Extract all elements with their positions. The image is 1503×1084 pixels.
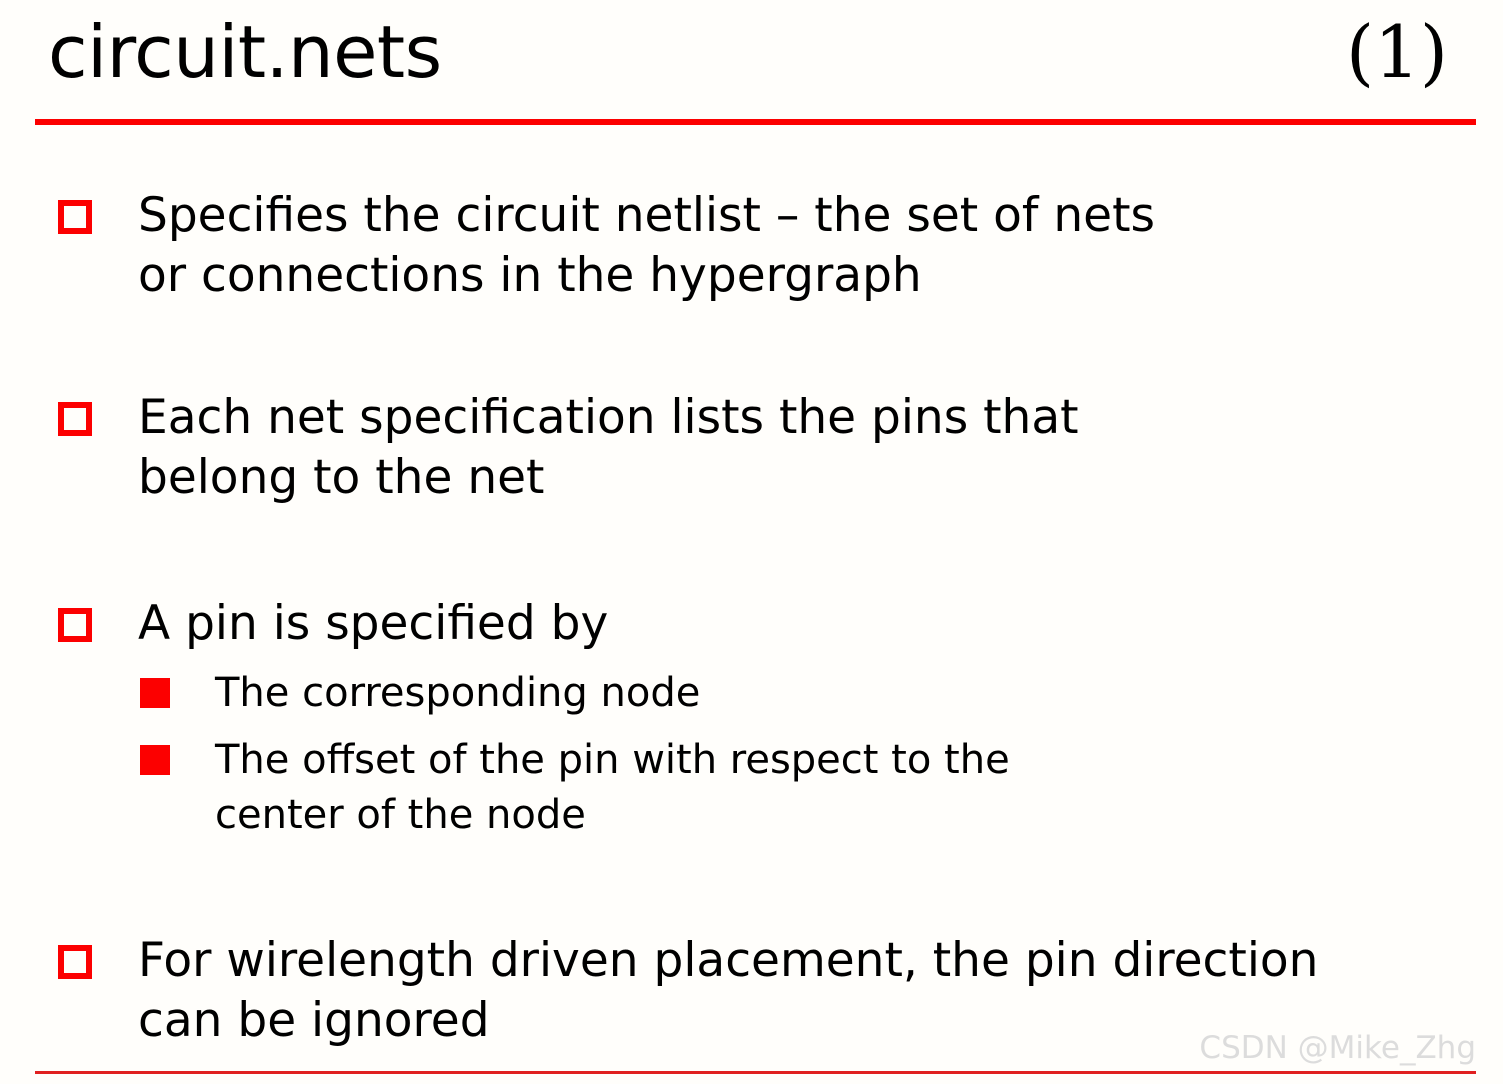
- bullet-list: Specifies the circuit netlist – the set …: [0, 186, 1503, 1051]
- hollow-square-bullet-icon: [58, 402, 92, 436]
- footer-divider: [35, 1071, 1476, 1074]
- page-title: circuit.nets: [48, 10, 442, 94]
- bullet-text: Each net specification lists the pins th…: [138, 390, 1079, 505]
- sub-bullet-text: The corresponding node: [215, 670, 701, 716]
- bullet-row: Each net specification lists the pins th…: [0, 388, 1503, 508]
- list-item: A pin is specified by The corresponding …: [0, 594, 1503, 843]
- slide-number: (1): [1346, 10, 1448, 94]
- bullet-row: A pin is specified by: [0, 594, 1503, 654]
- sub-bullet-text: The offset of the pin with respect to th…: [215, 737, 1010, 838]
- hollow-square-bullet-icon: [58, 200, 92, 234]
- sub-list-item: The corresponding node: [0, 666, 1503, 721]
- bullet-row: Specifies the circuit netlist – the set …: [0, 186, 1503, 306]
- solid-square-bullet-icon: [140, 678, 170, 708]
- bullet-text: Specifies the circuit netlist – the set …: [138, 188, 1155, 303]
- bullet-row: For wirelength driven placement, the pin…: [0, 931, 1503, 1051]
- solid-square-bullet-icon: [140, 745, 170, 775]
- list-item: Each net specification lists the pins th…: [0, 388, 1503, 508]
- sub-list-item: The offset of the pin with respect to th…: [0, 733, 1503, 843]
- title-divider: [35, 119, 1476, 125]
- hollow-square-bullet-icon: [58, 608, 92, 642]
- bullet-text: For wirelength driven placement, the pin…: [138, 933, 1319, 1048]
- slide-header: circuit.nets (1): [0, 0, 1503, 104]
- hollow-square-bullet-icon: [58, 945, 92, 979]
- watermark-text: CSDN @Mike_Zhg: [1199, 1030, 1476, 1066]
- bullet-text: A pin is specified by: [138, 596, 609, 651]
- list-item: Specifies the circuit netlist – the set …: [0, 186, 1503, 306]
- list-item: For wirelength driven placement, the pin…: [0, 931, 1503, 1051]
- sub-bullet-list: The corresponding node The offset of the…: [0, 666, 1503, 843]
